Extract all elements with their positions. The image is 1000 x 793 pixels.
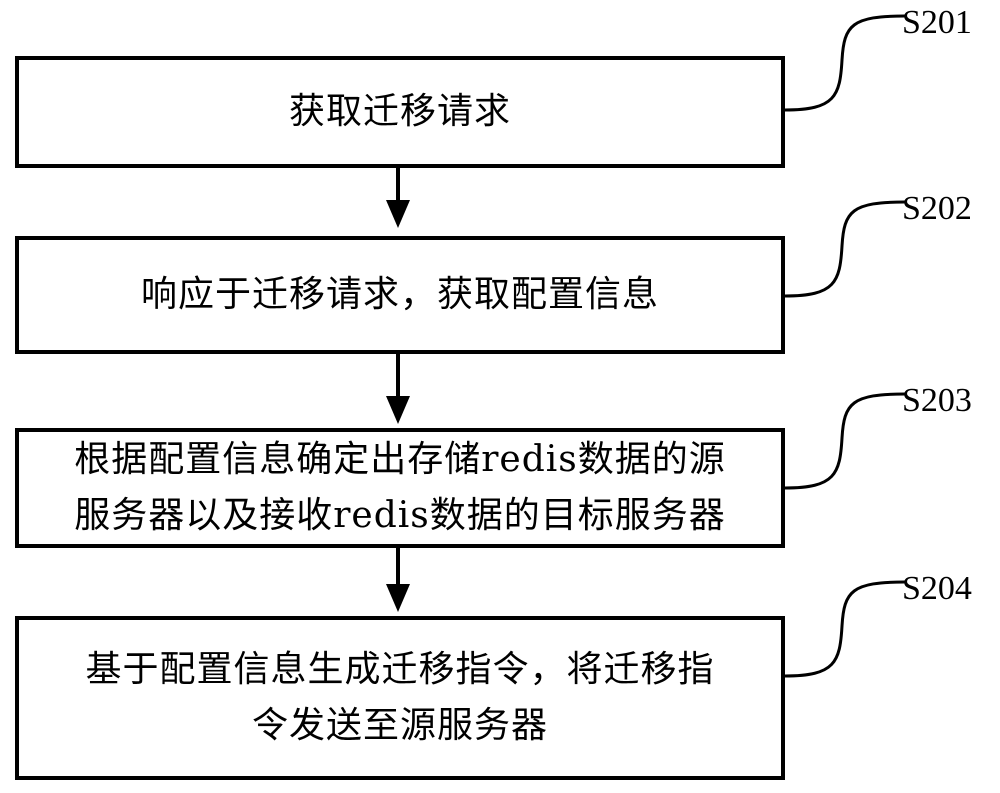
flow-arrow-1 [386, 168, 410, 228]
step-box-s201: 获取迁移请求 [15, 56, 785, 168]
step-text-s204: 基于配置信息生成迁移指令，将迁移指 令发送至源服务器 [85, 642, 714, 754]
step-line: 获取迁移请求 [288, 91, 511, 132]
step-line: 根据配置信息确定出存储redis数据的源 [74, 439, 726, 480]
step-label-s201: S201 [902, 4, 972, 41]
leader-line-s201 [784, 14, 906, 112]
flow-arrow-2 [386, 354, 410, 424]
step-box-s203: 根据配置信息确定出存储redis数据的源 服务器以及接收redis数据的目标服务… [15, 428, 785, 548]
leader-line-s203 [784, 392, 906, 490]
step-line: 令发送至源服务器 [251, 705, 548, 746]
step-line: 服务器以及接收redis数据的目标服务器 [74, 495, 726, 536]
step-text-s201: 获取迁移请求 [289, 84, 511, 140]
leader-line-s202 [784, 200, 906, 298]
step-text-s203: 根据配置信息确定出存储redis数据的源 服务器以及接收redis数据的目标服务… [74, 432, 726, 544]
step-line: 基于配置信息生成迁移指令，将迁移指 [85, 649, 715, 690]
step-text-s202: 响应于迁移请求，获取配置信息 [141, 267, 659, 323]
step-line: 响应于迁移请求，获取配置信息 [140, 274, 659, 315]
step-box-s202: 响应于迁移请求，获取配置信息 [15, 236, 785, 354]
step-label-s204: S204 [902, 570, 972, 607]
flow-arrow-3 [386, 548, 410, 612]
leader-line-s204 [784, 580, 906, 678]
step-box-s204: 基于配置信息生成迁移指令，将迁移指 令发送至源服务器 [15, 616, 785, 780]
step-label-s202: S202 [902, 190, 972, 227]
step-label-s203: S203 [902, 382, 972, 419]
